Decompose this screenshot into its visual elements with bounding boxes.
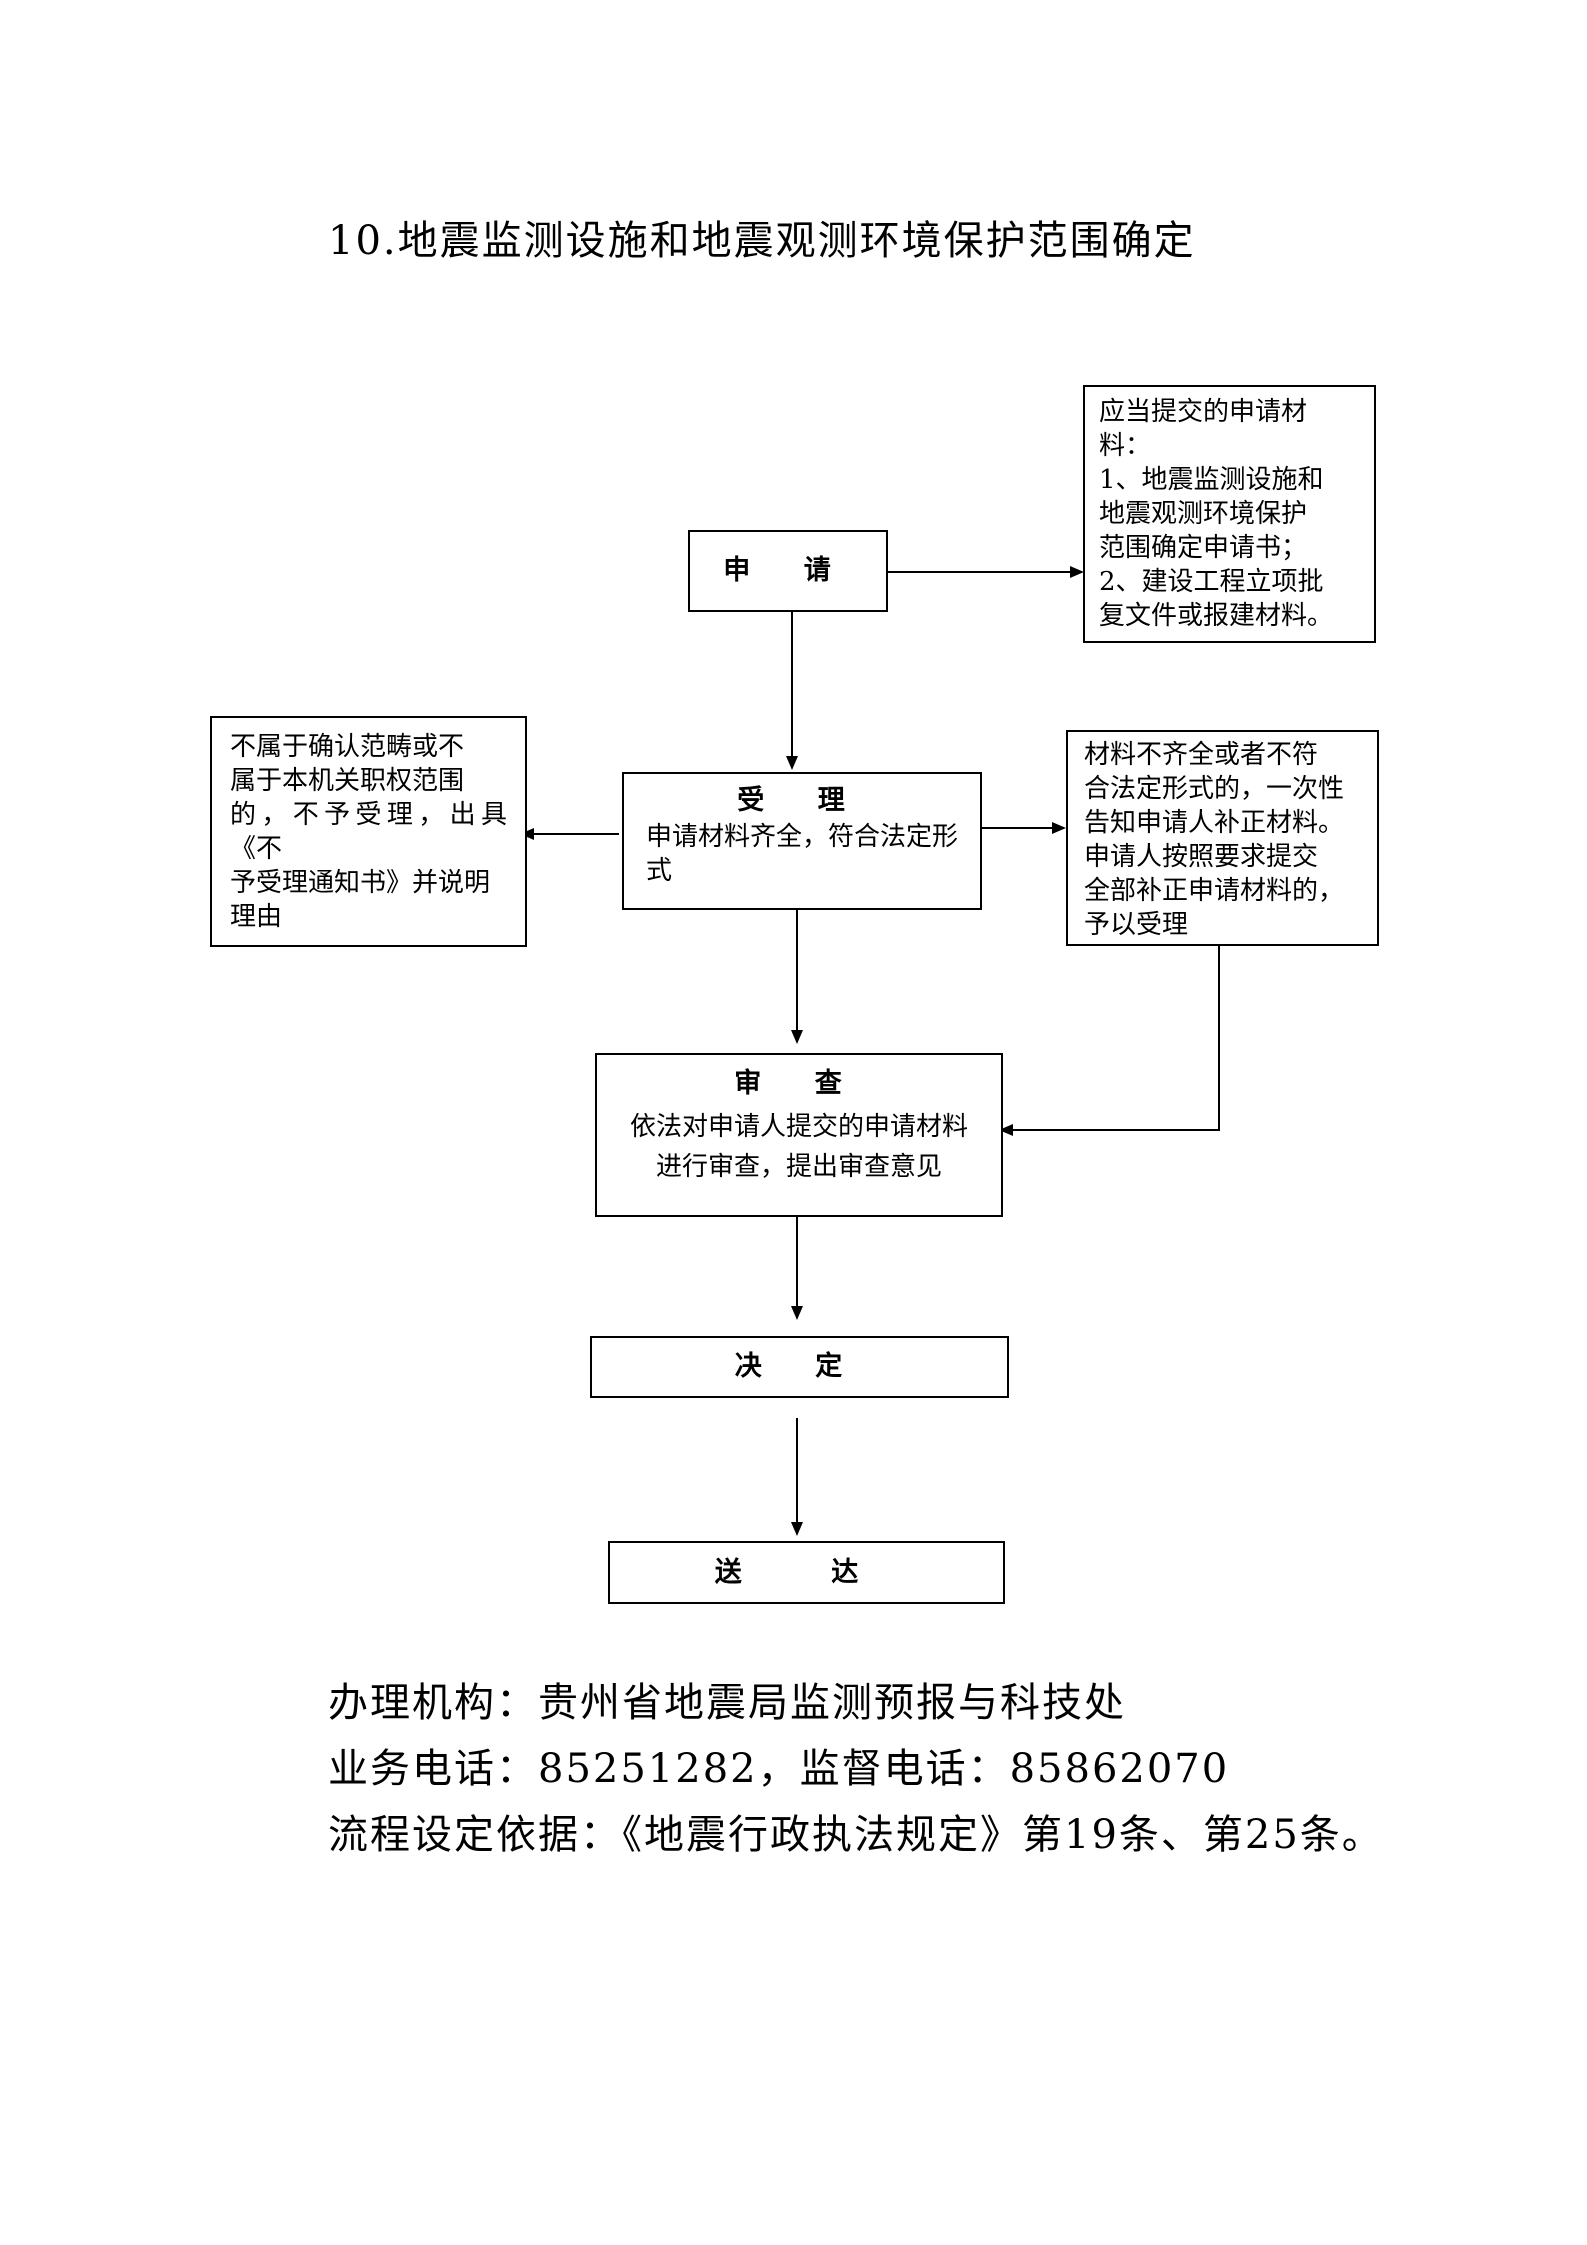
note-reject-line: 不属于确认范畴或不	[230, 732, 465, 762]
note-materials-line: 地震观测环境保护	[1099, 499, 1308, 529]
footer-basis: 流程设定依据：《地震行政执法规定》第19条、第25条。	[328, 1812, 1384, 1858]
note-materials-line: 1、地震监测设施和	[1099, 465, 1324, 495]
step-accept-label: 受 理	[737, 785, 867, 816]
note-materials-line: 2、建设工程立项批	[1099, 567, 1324, 597]
note-supplement-line: 予以受理	[1084, 910, 1189, 940]
page-title: 10.地震监测设施和地震观测环境保护范围确定	[328, 218, 1196, 264]
note-supplement-line: 合法定形式的，一次性	[1084, 774, 1345, 804]
note-materials-line: 料：	[1099, 431, 1152, 461]
step-review-label: 审 查	[734, 1068, 864, 1099]
note-materials-line: 复文件或报建材料。	[1099, 601, 1334, 631]
step-apply-label: 申 请	[723, 555, 853, 586]
step-accept-body: 申请材料齐全，符合法定形式	[646, 822, 959, 886]
step-decide-box: 决 定	[590, 1336, 1009, 1398]
footer-office: 办理机构：贵州省地震局监测预报与科技处	[328, 1680, 1126, 1726]
step-review-box: 审 查 依法对申请人提交的申请材料 进行审查，提出审查意见	[595, 1053, 1003, 1217]
note-supplement-line: 材料不齐全或者不符	[1084, 740, 1319, 770]
note-reject-line: 予受理通知书》并说明	[230, 868, 491, 898]
note-materials-box: 应当提交的申请材 料： 1、地震监测设施和 地震观测环境保护 范围确定申请书； …	[1083, 385, 1376, 643]
note-supplement-line: 申请人按照要求提交	[1084, 842, 1319, 872]
note-supplement-box: 材料不齐全或者不符 合法定形式的，一次性 告知申请人补正材料。 申请人按照要求提…	[1066, 730, 1379, 946]
arrow-supplement-to-review	[999, 944, 1220, 1136]
note-reject-line: 的，不予受理，出具《不	[230, 800, 507, 864]
step-deliver-label: 送 达	[714, 1556, 899, 1588]
step-apply-box: 申 请	[688, 530, 888, 612]
footer-phone: 业务电话：85251282，监督电话：85862070	[328, 1746, 1230, 1792]
note-materials-line: 应当提交的申请材	[1099, 397, 1308, 427]
note-reject-line: 属于本机关职权范围	[230, 766, 465, 796]
step-deliver-box: 送 达	[608, 1541, 1005, 1604]
note-materials-line: 范围确定申请书；	[1099, 533, 1308, 563]
note-reject-box: 不属于确认范畴或不 属于本机关职权范围 的，不予受理，出具《不 予受理通知书》并…	[210, 716, 527, 947]
step-decide-label: 决 定	[734, 1351, 865, 1382]
step-review-body-line: 进行审查，提出审查意见	[655, 1152, 942, 1182]
note-supplement-line: 全部补正申请材料的，	[1084, 876, 1345, 906]
step-accept-box: 受 理 申请材料齐全，符合法定形式	[622, 772, 982, 910]
note-reject-line: 理由	[230, 902, 283, 932]
step-review-body-line: 依法对申请人提交的申请材料	[629, 1112, 968, 1142]
note-supplement-line: 告知申请人补正材料。	[1084, 808, 1345, 838]
